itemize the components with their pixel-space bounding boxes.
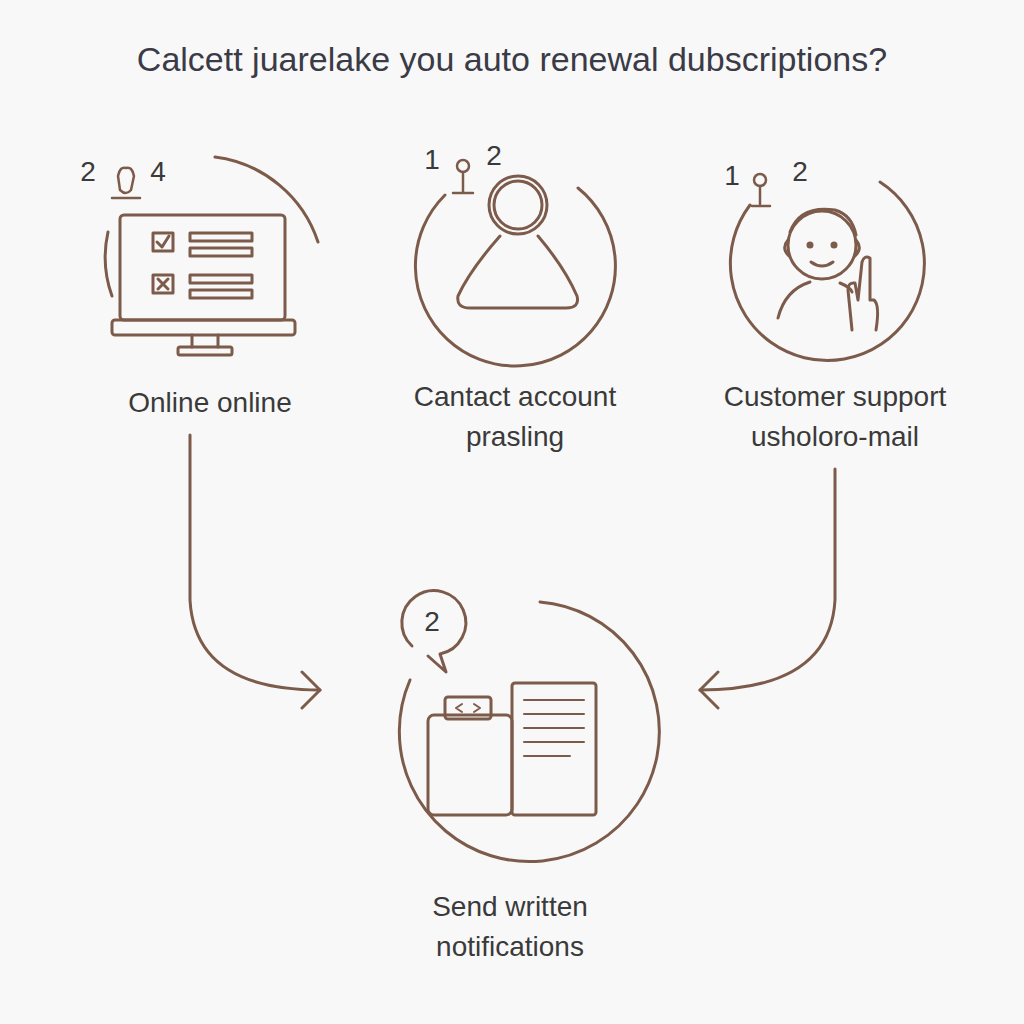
- callout-number: 2: [792, 157, 808, 187]
- bar: [190, 233, 252, 241]
- stand: [192, 335, 218, 347]
- pin: [752, 186, 770, 206]
- callout-number: 4: [150, 157, 166, 187]
- text-lines: [524, 700, 584, 756]
- arc: [730, 182, 924, 360]
- node-label: Online online: [90, 383, 330, 423]
- icon-node: Send written notifications: [320, 590, 700, 971]
- arc: [105, 232, 112, 296]
- pin-head: [754, 174, 766, 186]
- node-label: Cantact account prasling: [390, 377, 640, 457]
- pin: [453, 172, 473, 193]
- small-person: [112, 168, 140, 198]
- bar: [190, 275, 252, 283]
- smile: [811, 262, 833, 266]
- flow-arrow: [190, 435, 320, 690]
- node-label: Send written notifications: [405, 887, 615, 967]
- bar: [190, 248, 252, 256]
- head-inner: [494, 181, 542, 229]
- folder: [428, 715, 512, 815]
- speech-bubble: [402, 591, 466, 672]
- callout-number: 1: [424, 145, 440, 175]
- check: [157, 236, 169, 247]
- cross: [158, 279, 168, 289]
- checkbox: [153, 275, 173, 293]
- flow-arrow: [700, 469, 835, 690]
- arc: [399, 602, 659, 862]
- monitor: [120, 215, 285, 320]
- shoulders: [778, 282, 852, 318]
- pin-head: [457, 160, 469, 172]
- body: [458, 236, 578, 308]
- icon-node: Cantact account prasling: [385, 140, 645, 461]
- ears: [785, 240, 860, 256]
- icon-node: Online online: [90, 140, 330, 427]
- tab: [445, 697, 491, 719]
- monitor-base: [112, 320, 295, 335]
- bar: [190, 290, 252, 298]
- eye: [808, 243, 812, 247]
- hand: [848, 257, 878, 330]
- node-label: Customer support usholoro-mail: [695, 377, 975, 457]
- arc: [215, 157, 318, 242]
- callout-number: 1: [724, 161, 740, 191]
- hair: [790, 209, 856, 235]
- callout-number: 2: [80, 157, 96, 187]
- document: [512, 683, 596, 815]
- eye: [832, 243, 836, 247]
- callout-number: 2: [486, 141, 502, 171]
- foot: [178, 347, 232, 355]
- face: [788, 211, 856, 279]
- arc: [415, 188, 615, 366]
- head: [489, 176, 547, 234]
- code-symbol: [456, 704, 480, 712]
- title: Calcett juarelake you auto renewal dubsc…: [0, 40, 1024, 79]
- callout-number: 2: [424, 607, 440, 637]
- checkbox: [153, 233, 173, 251]
